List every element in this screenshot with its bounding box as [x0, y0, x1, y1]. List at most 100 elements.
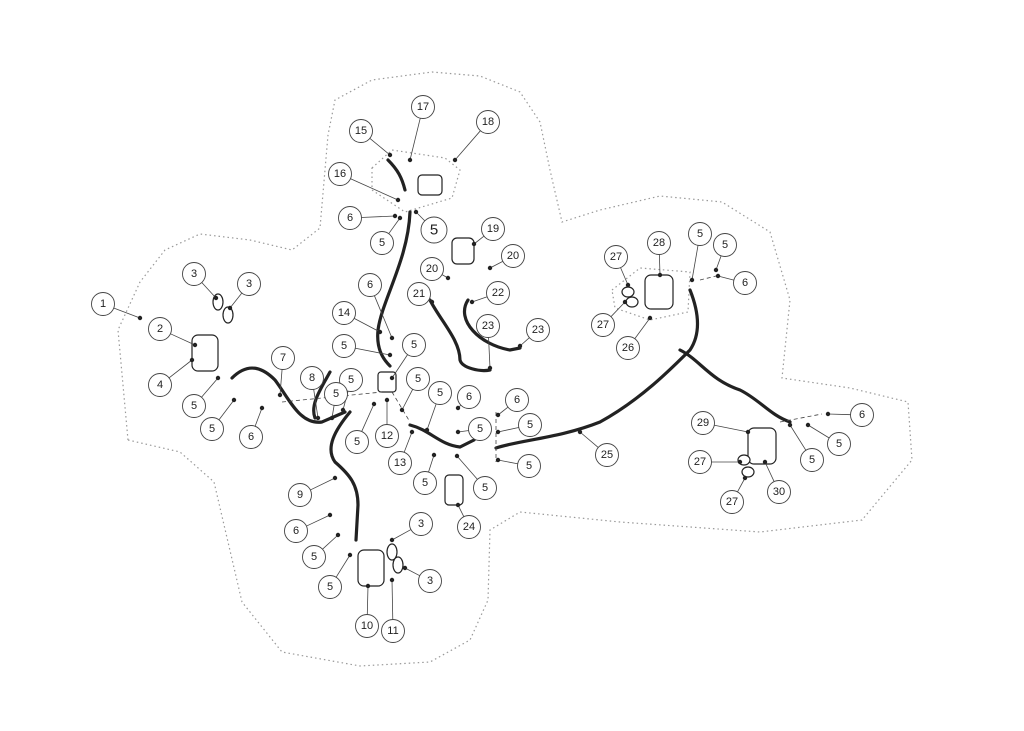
callout-circle	[767, 480, 791, 504]
part-callout-5[interactable]: 5	[370, 231, 394, 255]
part-callout-11[interactable]: 11	[381, 619, 405, 643]
brake-pad	[386, 543, 398, 561]
part-callout-5[interactable]: 5	[332, 334, 356, 358]
callout-number: 18	[482, 116, 494, 128]
part-callout-5[interactable]: 5	[182, 394, 206, 418]
part-callout-5[interactable]: 5	[713, 233, 737, 257]
part-callout-3[interactable]: 3	[182, 262, 206, 286]
part-callout-21[interactable]: 21	[407, 282, 431, 306]
part-callout-5[interactable]: 5	[428, 381, 452, 405]
part-callout-5[interactable]: 5	[402, 333, 426, 357]
callout-circle	[318, 575, 342, 599]
part-callout-24[interactable]: 24	[457, 515, 481, 539]
part-callout-5[interactable]: 5	[324, 382, 348, 406]
callout-number: 9	[297, 489, 303, 501]
part-callout-1[interactable]: 1	[91, 292, 115, 316]
leader-line	[373, 295, 393, 339]
part-callout-27[interactable]: 27	[720, 490, 744, 514]
part-callout-5[interactable]: 5	[517, 454, 541, 478]
part-callout-26[interactable]: 26	[616, 336, 640, 360]
part-callout-5[interactable]: 5	[406, 367, 430, 391]
leader-line	[715, 255, 722, 271]
part-callout-25[interactable]: 25	[595, 443, 619, 467]
part-callout-27[interactable]: 27	[688, 450, 712, 474]
part-callout-3[interactable]: 3	[418, 569, 442, 593]
fastener	[431, 452, 437, 458]
part-callout-10[interactable]: 10	[355, 614, 379, 638]
part-callout-5[interactable]: 5	[318, 575, 342, 599]
part-callout-8[interactable]: 8	[300, 366, 324, 390]
part-callout-22[interactable]: 22	[486, 281, 510, 305]
callout-circle	[518, 413, 542, 437]
parts-layer	[191, 158, 823, 587]
part-callout-27[interactable]: 27	[591, 313, 615, 337]
fastener	[189, 357, 195, 363]
part-callout-7[interactable]: 7	[271, 346, 295, 370]
part-callout-30[interactable]: 30	[767, 480, 791, 504]
part-callout-20[interactable]: 20	[420, 257, 444, 281]
leader-line	[497, 426, 520, 433]
part-callout-5[interactable]: 5	[518, 413, 542, 437]
fastener	[389, 335, 395, 341]
part-callout-5[interactable]: 5	[302, 545, 326, 569]
part-callout-6[interactable]: 6	[338, 206, 362, 230]
part-callout-20[interactable]: 20	[501, 244, 525, 268]
part-callout-9[interactable]: 9	[288, 483, 312, 507]
part-callout-27[interactable]: 27	[604, 245, 628, 269]
rear-hose-25	[494, 288, 700, 450]
callout-circle	[800, 448, 824, 472]
part-callout-12[interactable]: 12	[375, 424, 399, 448]
callout-number: 20	[507, 250, 519, 262]
part-callout-5[interactable]: 5	[800, 448, 824, 472]
callout-number: 2	[157, 323, 163, 335]
part-callout-5[interactable]: 5	[345, 430, 369, 454]
callout-circle	[407, 282, 431, 306]
part-callout-14[interactable]: 14	[332, 301, 356, 325]
part-callout-6[interactable]: 6	[850, 403, 874, 427]
leader-line	[488, 336, 491, 369]
part-callout-5[interactable]: 5	[688, 222, 712, 246]
fastener	[389, 375, 395, 381]
part-callout-18[interactable]: 18	[476, 110, 500, 134]
reservoir-hose-21	[428, 298, 492, 373]
part-callout-6[interactable]: 6	[358, 273, 382, 297]
leader-line	[789, 424, 807, 451]
fastener	[517, 343, 523, 349]
part-callout-5[interactable]: 5	[473, 476, 497, 500]
part-callout-23[interactable]: 23	[526, 318, 550, 342]
fastener	[192, 342, 198, 348]
leader-line	[807, 424, 830, 439]
leader-line	[335, 554, 351, 578]
part-callout-13[interactable]: 13	[388, 451, 412, 475]
part-callout-5[interactable]: 5	[413, 471, 437, 495]
part-callout-3[interactable]: 3	[409, 512, 433, 536]
part-callout-6[interactable]: 6	[505, 388, 529, 412]
fastener	[745, 429, 751, 435]
front-left-hose	[230, 366, 347, 424]
part-callout-3[interactable]: 3	[237, 272, 261, 296]
callout-circle	[411, 95, 435, 119]
part-callout-6[interactable]: 6	[239, 425, 263, 449]
part-callout-4[interactable]: 4	[148, 373, 172, 397]
callout-circle	[850, 403, 874, 427]
part-callout-6[interactable]: 6	[733, 271, 757, 295]
part-callout-5[interactable]: 5	[420, 216, 448, 244]
part-callout-6[interactable]: 6	[457, 385, 481, 409]
fastener	[825, 411, 831, 417]
part-callout-5[interactable]: 5	[468, 417, 492, 441]
part-callout-23[interactable]: 23	[476, 314, 500, 338]
part-callout-5[interactable]: 5	[200, 417, 224, 441]
part-callout-28[interactable]: 28	[647, 231, 671, 255]
part-callout-19[interactable]: 19	[481, 217, 505, 241]
part-callout-6[interactable]: 6	[284, 519, 308, 543]
callout-circle	[476, 314, 500, 338]
part-callout-29[interactable]: 29	[691, 411, 715, 435]
part-callout-2[interactable]: 2	[148, 317, 172, 341]
part-callout-5[interactable]: 5	[339, 368, 363, 392]
leader-line	[403, 431, 413, 453]
part-callout-16[interactable]: 16	[328, 162, 352, 186]
part-callout-15[interactable]: 15	[349, 119, 373, 143]
master-cylinder	[417, 174, 443, 196]
part-callout-17[interactable]: 17	[411, 95, 435, 119]
part-callout-5[interactable]: 5	[827, 432, 851, 456]
